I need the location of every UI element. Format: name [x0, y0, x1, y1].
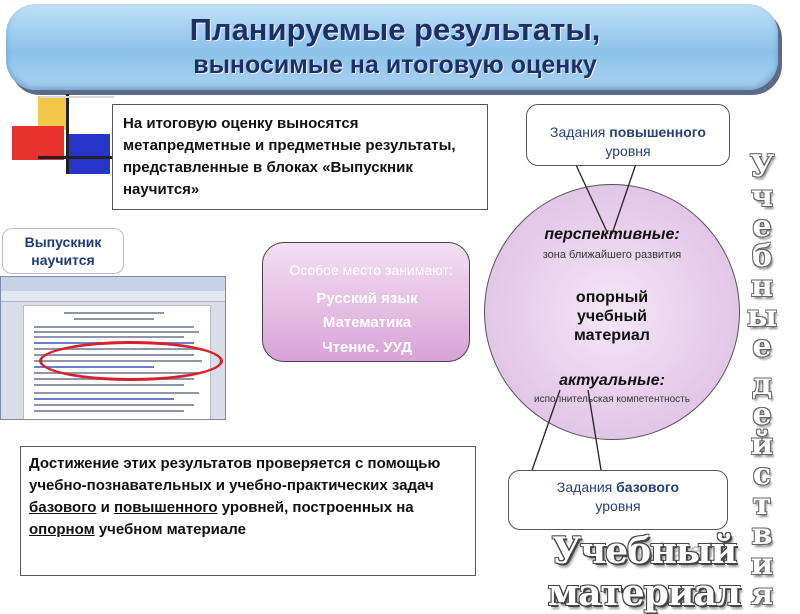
task-advanced-box: Задания повышенного уровня [526, 104, 730, 166]
highlight-ellipse [39, 341, 223, 381]
graduate-label-line1: Выпускник [24, 234, 102, 250]
special-item-reading: Чтение. УУД [322, 339, 412, 356]
learning-circle [484, 184, 740, 440]
special-place-box [262, 242, 470, 362]
task-basic-line2: уровня [595, 498, 641, 514]
link-core: опорном [29, 521, 95, 538]
task-basic-box: Задания базового уровня [508, 470, 728, 530]
core-line1: опорный [575, 289, 649, 306]
result-box: Достижение этих результатов проверяется … [20, 446, 476, 576]
title-banner [6, 4, 778, 90]
special-item-math: Математика [322, 314, 412, 331]
task-advanced-line2: уровня [605, 143, 651, 159]
core-line3: материал [574, 327, 650, 344]
task-advanced-line1: Задания повышенного [550, 124, 706, 140]
task-basic-line1: Задания базового [556, 479, 680, 495]
watermark: MyShared [618, 540, 714, 562]
page-subtitle: выносимые на итоговую оценку [193, 51, 597, 79]
actual-label: актуальные: [559, 372, 665, 389]
graduate-label: Выпускник научится [2, 228, 124, 274]
link-basic: базового [29, 499, 97, 516]
actual-sub: исполнительская компетентность [534, 394, 690, 405]
graduate-label-line2: научится [31, 252, 95, 268]
perspective-sub: зона ближайшего развития [542, 249, 682, 261]
learning-material-title: Учебный материал [547, 530, 741, 614]
special-item-russian: Русский язык [316, 290, 418, 307]
document-thumbnail [0, 276, 226, 420]
perspective-label: перспективные: [544, 226, 680, 243]
page-title: Планируемые результаты, [189, 12, 601, 47]
core-material: опорный учебный материал [494, 288, 730, 345]
link-advanced: повышенного [114, 499, 218, 516]
core-line2: учебный [577, 308, 647, 325]
info-box: На итоговую оценку выносятся метапредмет… [112, 104, 488, 210]
special-place-title: Особое место занимают: [289, 262, 453, 278]
